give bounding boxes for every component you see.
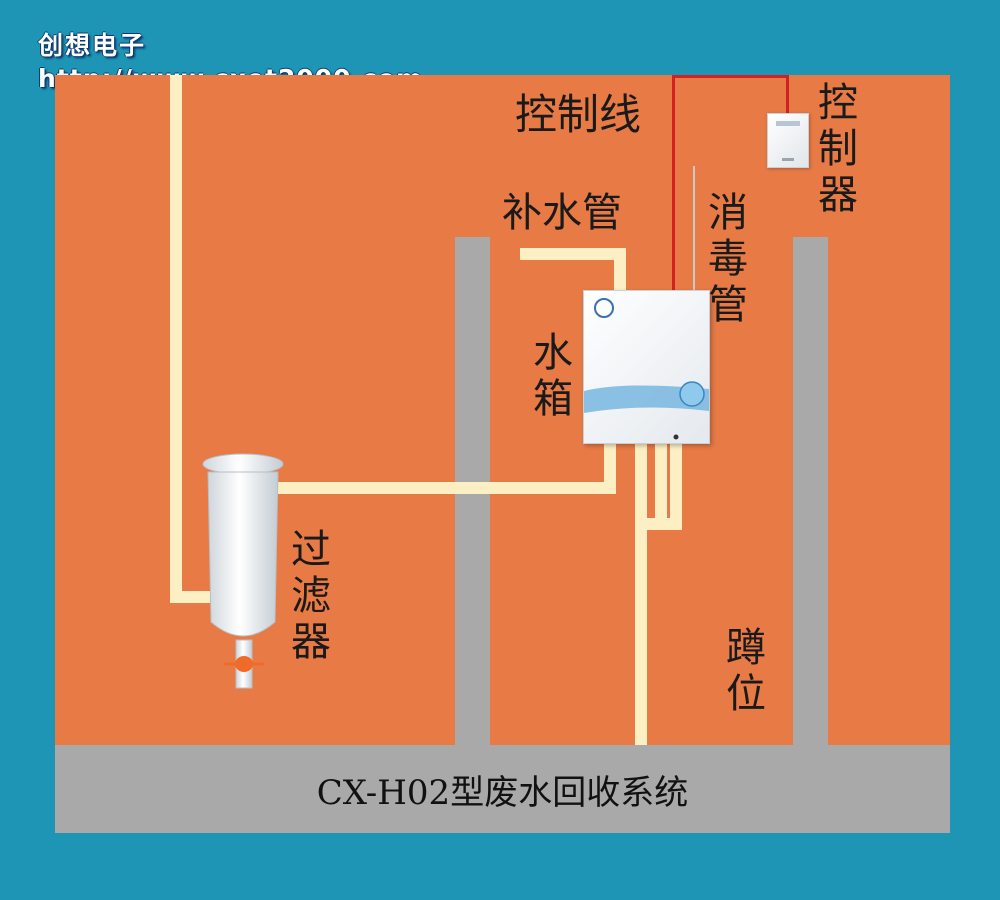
controller-indicator-icon (776, 121, 800, 126)
filter-body-icon (207, 471, 279, 637)
filter-to-tank-pipe (276, 482, 616, 494)
controller-slot-icon (782, 158, 794, 161)
controller-graphic (776, 121, 800, 161)
tank-logo-icon (594, 298, 614, 318)
label-water-tank: 水 箱 (533, 330, 573, 422)
floor-slab (55, 745, 950, 833)
tank-indicator-icon (673, 434, 679, 440)
inlet-pipe-vertical (170, 75, 182, 603)
drain-pipe-b (655, 442, 667, 522)
filter-lid-icon (202, 453, 284, 475)
control-wire-vertical (672, 75, 675, 290)
controller-box (767, 113, 809, 168)
drain-pipe-join (635, 518, 682, 530)
label-controller: 控 制 器 (818, 80, 858, 218)
makeup-pipe-vertical (614, 248, 626, 292)
tank-swirl-icon (679, 381, 705, 407)
tank-wave-icon (584, 385, 709, 413)
control-wire-top (672, 75, 789, 78)
tank-graphic (584, 298, 709, 440)
brand-name: 创想电子 (38, 31, 147, 60)
label-control-line: 控制线 (515, 90, 642, 139)
label-disinfect-pipe: 消 毒 管 (708, 190, 748, 328)
label-makeup-pipe: 补水管 (502, 190, 622, 236)
drain-pipe-c (670, 442, 682, 530)
drain-pipe-a (635, 442, 647, 745)
control-wire-to-tank (693, 166, 695, 290)
water-tank (583, 290, 710, 444)
filter-graphic (202, 453, 284, 689)
label-squat: 蹲 位 (726, 625, 766, 717)
label-filter: 过 滤 器 (291, 527, 331, 665)
filter-to-tank-riser (604, 442, 616, 494)
inlet-pipe-horizontal (170, 591, 215, 603)
makeup-pipe-horizontal (520, 248, 626, 260)
diagram-title: CX-H02型废水回收系统 (316, 773, 689, 813)
partition-right (793, 237, 828, 745)
control-wire-drop (786, 75, 789, 115)
